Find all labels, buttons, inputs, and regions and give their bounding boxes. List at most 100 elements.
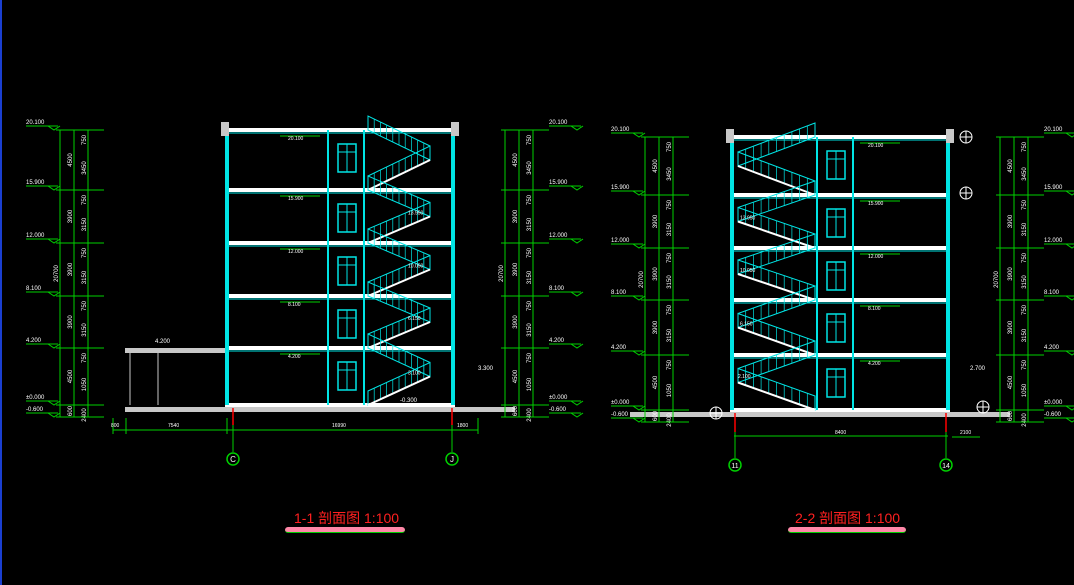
section-2-2-entrance-level-label: 2.100 — [738, 374, 751, 380]
section-2-2-elevation-label: 8.100 — [611, 290, 627, 296]
section-2-2-elevation-label-triangle-icon — [1065, 190, 1074, 196]
section-1-1-story-height-dim: 3900 — [68, 315, 74, 329]
section-2-2-story-height-dim: 3900 — [1008, 214, 1014, 228]
section-2-2-story-height-dim: 3900 — [653, 214, 659, 228]
section-2-2-elevation-label-triangle-icon — [632, 350, 646, 356]
section-2-2-elevation-label: 8.100 — [1044, 290, 1060, 296]
section-1-1-floor-slab — [225, 403, 455, 407]
section-2-2-story-height-dim: 4500 — [653, 159, 659, 173]
section-1-1-elevation-label-triangle-icon — [47, 291, 61, 297]
section-2-2-elevation-label: 12.000 — [1044, 238, 1063, 244]
section-1-1-inner-dim: 3150 — [527, 323, 533, 337]
section-1-1-inner-dim: 750 — [527, 300, 533, 311]
section-1-1-title-underline — [285, 527, 405, 533]
section-2-2-landing-level-label: 10.050 — [740, 268, 756, 274]
section-1-1-elevation-label: 4.200 — [26, 338, 42, 344]
section-2-2-title: 2-2 剖面图 1:100 — [795, 510, 901, 526]
section-1-1-bottom-dim: 1800 — [457, 423, 468, 429]
section-2-2-floor-slab — [730, 353, 950, 357]
section-2-2-elevation-label: -0.600 — [611, 412, 629, 418]
section-1-1-total-height-dim: 20700 — [499, 264, 505, 281]
section-2-2-parapet — [726, 129, 734, 143]
section-2-2-story-height-dim: 3900 — [1008, 320, 1014, 334]
section-1-1-inner-dim: 3150 — [82, 323, 88, 337]
section-2-2-stair-flight — [737, 233, 816, 275]
section-1-1-inner-dim: 2400 — [527, 408, 533, 422]
section-1-1-elevation-label: 12.000 — [26, 233, 45, 239]
section-2-2-story-height-dim: 3900 — [653, 320, 659, 334]
section-1-1-landing-level-label: 10.050 — [408, 264, 424, 270]
section-2-2-elevation-label-triangle-icon — [632, 190, 646, 196]
section-2-2-ground-line — [630, 412, 1010, 417]
section-2-2-inner-dim: 3450 — [1022, 167, 1028, 181]
section-2-2-canopy-level-label: 2.700 — [970, 366, 986, 372]
section-2-2-landing-level-label: 6.150 — [740, 322, 753, 328]
section-2-2-inner-dim: 3150 — [667, 222, 673, 236]
section-2-2-stair-flight — [737, 122, 816, 167]
section-2-2-inner-dim: 750 — [1022, 252, 1028, 263]
section-2-2-story-height-dim: 600 — [1008, 410, 1014, 421]
section-1-1-inner-dim: 750 — [82, 352, 88, 363]
section-2-2-elevation-label-triangle-icon — [1065, 243, 1074, 249]
section-2-2-inner-dim: 3150 — [1022, 328, 1028, 342]
section-1-1-story-height-dim: 600 — [68, 405, 74, 416]
section-2-2-floor-level-label: 4.200 — [868, 361, 881, 367]
section-2-2-inner-dim: 2400 — [1022, 413, 1028, 427]
section-1-1-axis-label: J — [450, 455, 454, 464]
section-1-1-exterior-wall — [451, 130, 455, 405]
section-2-2-total-height-dim: 20700 — [994, 270, 1000, 287]
section-1-1-elevation-label-triangle-icon — [570, 185, 584, 191]
section-2-2-elevation-label-triangle-icon — [1065, 132, 1074, 138]
section-2-2-elevation-label-triangle-icon — [1065, 350, 1074, 356]
section-2-2-story-height-dim: 3900 — [1008, 267, 1014, 281]
section-2-2-stair-flight — [737, 340, 816, 384]
section-1-1-elevation-label-triangle-icon — [570, 412, 584, 418]
section-1-1-inner-dim: 1050 — [82, 377, 88, 391]
section-1-1-landing-level-label: 3.100 — [408, 371, 421, 377]
section-1-1-elevation-label: ±0.000 — [26, 395, 45, 401]
section-2-2-elevation-label-triangle-icon — [1065, 417, 1074, 423]
section-1-1-stair-flight — [367, 333, 431, 378]
section-2-2-elevation-label-triangle-icon — [632, 417, 646, 423]
section-2-2-stair-slab — [737, 326, 816, 356]
section-2-2-inner-dim: 3150 — [667, 328, 673, 342]
section-1-1-story-height-dim: 3900 — [513, 315, 519, 329]
section-1-1-bottom-dim: 16990 — [332, 423, 346, 429]
section-1-1-inner-dim: 750 — [527, 352, 533, 363]
section-1-1-elevation-label: 4.200 — [549, 338, 565, 344]
section-2-2-inner-dim: 2400 — [667, 413, 673, 427]
section-1-1-elevation-label-triangle-icon — [570, 343, 584, 349]
section-2-2-story-height-dim: 4500 — [1008, 159, 1014, 173]
section-1-1-elevation-label-triangle-icon — [570, 238, 584, 244]
section-1-1-elevation-label: ±0.000 — [549, 395, 568, 401]
section-1-1-stair-slab — [367, 268, 431, 297]
section-1-1-inner-dim: 3150 — [82, 217, 88, 231]
section-1-1-exterior-wall — [225, 130, 229, 405]
section-2-2-inner-dim: 3450 — [667, 167, 673, 181]
section-1-1-axis-bubble — [226, 452, 240, 466]
section-2-2-floor-slab — [730, 246, 950, 250]
section-2-2-elevation-label-triangle-icon — [632, 295, 646, 301]
section-1-1-floor-level-label: 15.900 — [288, 196, 304, 202]
section-1-1-elevation-label: 8.100 — [549, 286, 565, 292]
section-1-1-elevation-label: 15.900 — [549, 180, 568, 186]
section-2-2-elevation-label-triangle-icon — [632, 243, 646, 249]
section-2-2-elevation-label: 12.000 — [611, 238, 630, 244]
section-2-2-inner-dim: 750 — [1022, 359, 1028, 370]
section-1-1-stair-slab — [367, 159, 431, 191]
section-1-1-elevation-label-triangle-icon — [570, 125, 584, 131]
section-2-2-inner-dim: 750 — [667, 199, 673, 210]
section-1-1-elevation-label-triangle-icon — [47, 400, 61, 406]
section-2-2-inner-dim: 750 — [1022, 199, 1028, 210]
section-1-1-inner-dim: 750 — [527, 134, 533, 145]
section-2-2-exterior-wall — [946, 137, 950, 410]
section-1-1-inner-dim: 1050 — [527, 377, 533, 391]
section-2-2-floor-slab — [730, 408, 950, 412]
section-2-2-inner-dim: 750 — [1022, 141, 1028, 152]
section-2-2-stair-slab — [737, 273, 816, 301]
section-1-1-elevation-label: -0.600 — [26, 407, 44, 413]
section-1-1-story-height-dim: 4500 — [513, 369, 519, 383]
section-1-1-story-height-dim: 3900 — [513, 262, 519, 276]
section-2-2-inner-dim: 3150 — [1022, 275, 1028, 289]
